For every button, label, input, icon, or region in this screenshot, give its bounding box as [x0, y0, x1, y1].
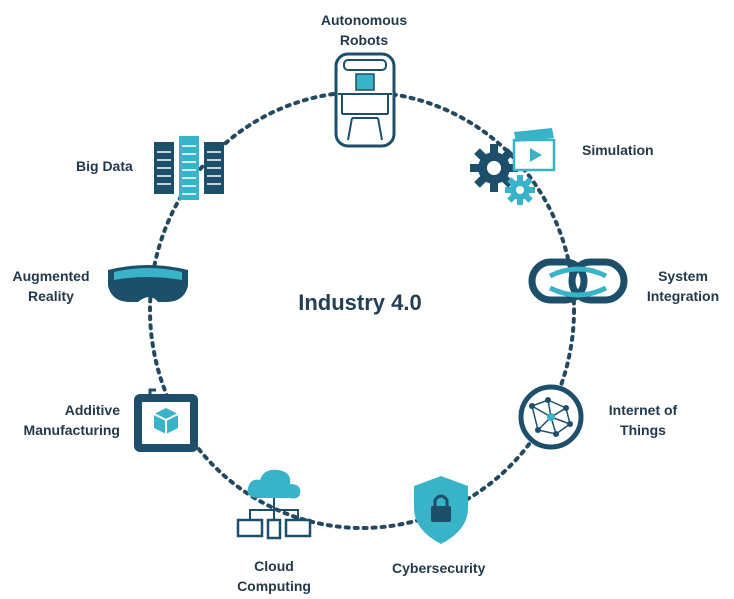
center-title: Industry 4.0 [298, 290, 422, 315]
chain-link-icon [528, 258, 628, 304]
label-cybersecurity: Cybersecurity [392, 560, 486, 576]
label-simulation: Simulation [582, 142, 654, 158]
3d-printer-icon [134, 388, 198, 452]
ar-headset-icon [108, 265, 188, 302]
network-globe-icon [518, 384, 584, 450]
label-autonomous-robots: Autonomous Robots [320, 12, 408, 48]
label-cloud-computing: Cloud Computing [237, 558, 311, 594]
cloud-devices-icon [236, 469, 312, 540]
label-internet-of-things: Internet of Things [608, 402, 678, 438]
label-system-integration: System Integration [646, 268, 720, 304]
label-additive-manufacturing: Additive Manufacturing [23, 402, 120, 438]
autonomous-vehicle-icon [334, 52, 396, 148]
server-racks-icon [154, 136, 224, 200]
shield-lock-icon [414, 476, 468, 544]
gears-and-clapperboard-icon [470, 128, 556, 205]
label-big-data: Big Data [76, 158, 133, 174]
label-augmented-reality: Augmented Reality [12, 268, 90, 304]
